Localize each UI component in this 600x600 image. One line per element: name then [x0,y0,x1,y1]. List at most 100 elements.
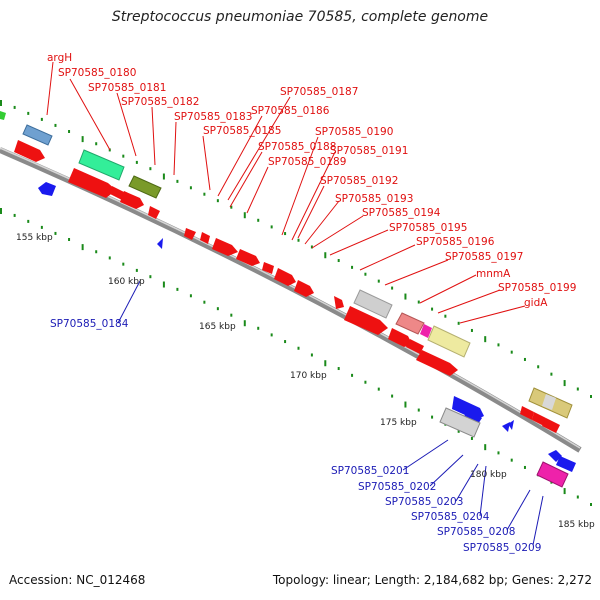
scale-tick [457,429,460,433]
gene-0208 [536,461,569,488]
scale-tick [484,336,487,343]
scale-tick [431,307,434,311]
label-connectors [46,61,544,546]
scale-tick [377,387,380,391]
gene-label-forward: SP70585_0188 [258,141,337,153]
scale-label: 165 kbp [199,322,236,332]
gene-label-forward: SP70585_0185 [203,125,282,137]
gene-label-forward: SP70585_0181 [88,82,167,94]
gene-red-20 [542,418,560,433]
connector-0180 [69,78,111,151]
gene-label-forward: mnmA [476,268,511,280]
gene-label-forward: SP70585_0180 [58,67,137,79]
gene-label-reverse: SP70585_0209 [463,542,542,554]
connector-0182 [151,106,156,166]
scale-tick [537,365,540,369]
genome-backbone-highlight [0,147,581,449]
gene-red-16 [406,339,424,354]
scale-tick [297,346,300,350]
gene-features [0,111,576,488]
connector-gidA [459,305,526,324]
genome-backbone [0,147,582,453]
scale-tick [284,340,287,344]
scale-tick [13,213,16,217]
scale-tick [54,231,57,235]
scale-tick [81,136,84,143]
scale-tick [404,293,407,300]
scale-label: 170 kbp [290,371,327,381]
scale-tick [81,244,84,251]
gene-red-12 [294,280,314,297]
scale-tick [391,286,394,290]
scale-tick [27,111,30,115]
gene-label-forward: SP70585_0183 [174,111,253,123]
gene-red-14 [344,306,388,335]
gene-label-forward: SP70585_0182 [121,96,200,108]
scale-tick [257,218,260,222]
connector-0199 [437,289,501,314]
scale-tick [122,154,125,158]
connector-0190 [281,136,319,236]
gene-label-forward: SP70585_0197 [445,251,524,263]
scale-tick [135,268,138,272]
gene-blue-3 [464,410,482,424]
scale-tick [576,495,579,499]
connector-0187 [227,96,291,201]
gene-label-forward: SP70585_0195 [389,222,468,234]
gene-0182 [128,175,162,199]
gene-label-reverse: SP70585_0184 [50,318,129,330]
gene-label-forward: SP70585_0191 [330,145,409,157]
connector-0201 [402,439,449,471]
scale-tick [563,380,566,387]
scale-tick [364,380,367,384]
scale-tick [40,117,43,121]
connector-argH [46,61,54,116]
connector-0193 [304,200,340,245]
scale-tick [135,160,138,164]
scale-tick [149,275,152,279]
connector-0185 [202,135,211,191]
connector-0208 [506,489,531,531]
gene-label-forward: SP70585_0186 [251,105,330,117]
gene-blue-1 [38,182,56,196]
scale-tick [510,350,513,354]
gene-label-forward: SP70585_0194 [362,207,441,219]
gene-mnmA [420,324,432,338]
gene-blue-5 [508,420,514,430]
scale-tick [243,212,246,219]
gene-red-4 [120,191,144,209]
connector-0196 [359,244,416,271]
connector-0203 [455,463,479,502]
genome-summary: Topology: linear; Length: 2,184,682 bp; … [272,573,592,587]
gene-argH [22,124,53,146]
scale-tick [523,465,526,469]
gene-label-reverse: SP70585_0203 [385,496,464,508]
scale-tick [270,333,273,337]
scale-tick [122,262,125,266]
connector-0192 [297,185,325,239]
scale-tick [176,179,179,183]
scale-label: 160 kbp [108,277,145,287]
scale-tick [189,186,192,190]
scale-tick [484,444,487,451]
scale-tick [377,279,380,283]
scale-tick [351,373,354,377]
scale-tick [95,250,98,254]
scale-tick [203,300,206,304]
scale-tick [216,199,219,203]
connector-0181 [116,92,137,157]
scale-tick [68,237,71,241]
gene-gidA [427,325,471,358]
connector-0188 [229,151,263,208]
gene-red-19 [532,412,546,426]
scale-label: 175 kbp [380,418,417,428]
scale-tick [590,395,592,398]
scale-label: 185 kbp [558,520,595,530]
gene-label-forward: SP70585_0190 [315,126,394,138]
scale-tick [189,294,192,298]
connector-0184 [117,280,141,324]
gene-label-forward: SP70585_0187 [280,86,359,98]
scale-tick [497,451,500,455]
gene-label-reverse: SP70585_0202 [358,481,437,493]
gene-label-reverse: SP70585_0201 [331,465,410,477]
